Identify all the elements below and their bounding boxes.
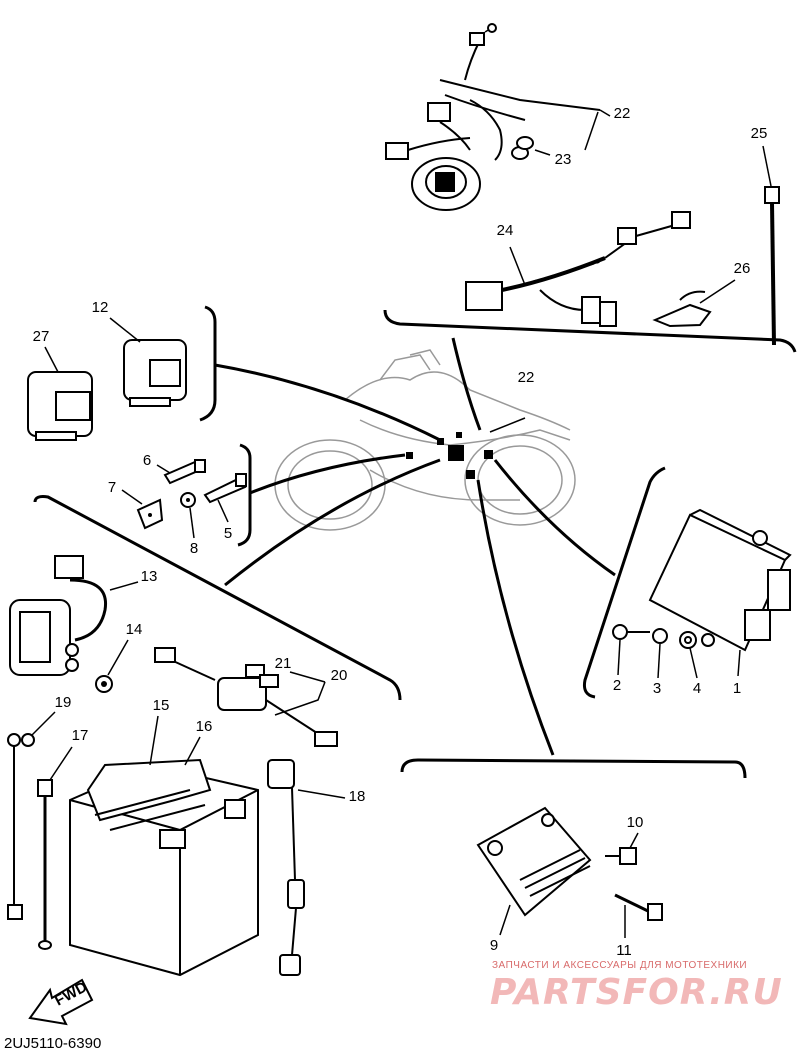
callout-3: 3: [653, 680, 661, 697]
part-18-fuse-lead: [267, 759, 346, 976]
fwd-arrow: FWD: [28, 978, 94, 1026]
callout-24: 24: [497, 222, 514, 239]
callout-13: 13: [141, 568, 158, 585]
callout-11: 11: [616, 942, 632, 959]
part-9-rectifier: [476, 806, 592, 936]
part-25-cable-tie: [762, 145, 780, 346]
watermark-tagline: ЗАПЧАСТИ И АКСЕССУАРЫ ДЛЯ МОТОТЕХНИКИ: [492, 960, 747, 971]
group-brackets: [33, 305, 797, 779]
part-22-wire-harness: [385, 23, 611, 211]
part-17-lead: [37, 746, 73, 950]
part-16-band: [94, 736, 206, 831]
part-1-cdi-unit: [648, 508, 792, 677]
part-11-bolt: [614, 893, 663, 938]
part-20-switch: [154, 647, 338, 747]
callout-23: 23: [555, 151, 572, 168]
callout-20: 20: [331, 667, 348, 684]
diagram-code: 2UJ5110-6390: [4, 1035, 101, 1052]
leader-lines: [214, 337, 616, 756]
callout-4: 4: [693, 680, 701, 697]
callout-7: 7: [108, 479, 116, 496]
part-26-clamp: [652, 279, 736, 328]
part-19-terminal: [7, 711, 56, 920]
part-15-battery: [69, 715, 259, 977]
part-24-sub-harness: [465, 211, 691, 327]
part-12-relay: [109, 317, 187, 407]
callout-25: 25: [751, 125, 768, 142]
watermark-brand: PARTSFOR.RU: [490, 972, 783, 1013]
callout-19: 19: [55, 694, 72, 711]
motorcycle-outline: [274, 349, 576, 531]
part-13-starter-relay: [9, 555, 139, 676]
callout-16: 16: [196, 718, 213, 735]
callout-6: 6: [143, 452, 151, 469]
callout-27: 27: [33, 328, 50, 345]
callout-10: 10: [627, 814, 644, 831]
callout-26: 26: [734, 260, 751, 277]
callout-2: 2: [613, 677, 621, 694]
part-27-relay: [27, 346, 93, 441]
bike-harness-connectors: [406, 432, 493, 479]
part-14-nut: [95, 639, 129, 693]
callout-17: 17: [72, 727, 89, 744]
callout-12: 12: [92, 299, 109, 316]
callout-22-top: 22: [614, 105, 631, 122]
parts-5-8-fasteners: [121, 459, 247, 539]
callout-9: 9: [490, 937, 498, 954]
callout-21: 21: [275, 655, 292, 672]
callout-18: 18: [349, 788, 366, 805]
callout-14: 14: [126, 621, 143, 638]
callout-1: 1: [733, 680, 741, 697]
part-10-bolt: [605, 832, 639, 865]
parts-2-4-hardware: [612, 624, 698, 679]
watermark: ЗАПЧАСТИ И АКСЕССУАРЫ ДЛЯ МОТОТЕХНИКИ PA…: [490, 960, 783, 1013]
callout-5: 5: [224, 525, 232, 542]
callout-22-bike: 22: [518, 369, 535, 386]
callout-15: 15: [153, 697, 170, 714]
callout-8: 8: [190, 540, 198, 557]
